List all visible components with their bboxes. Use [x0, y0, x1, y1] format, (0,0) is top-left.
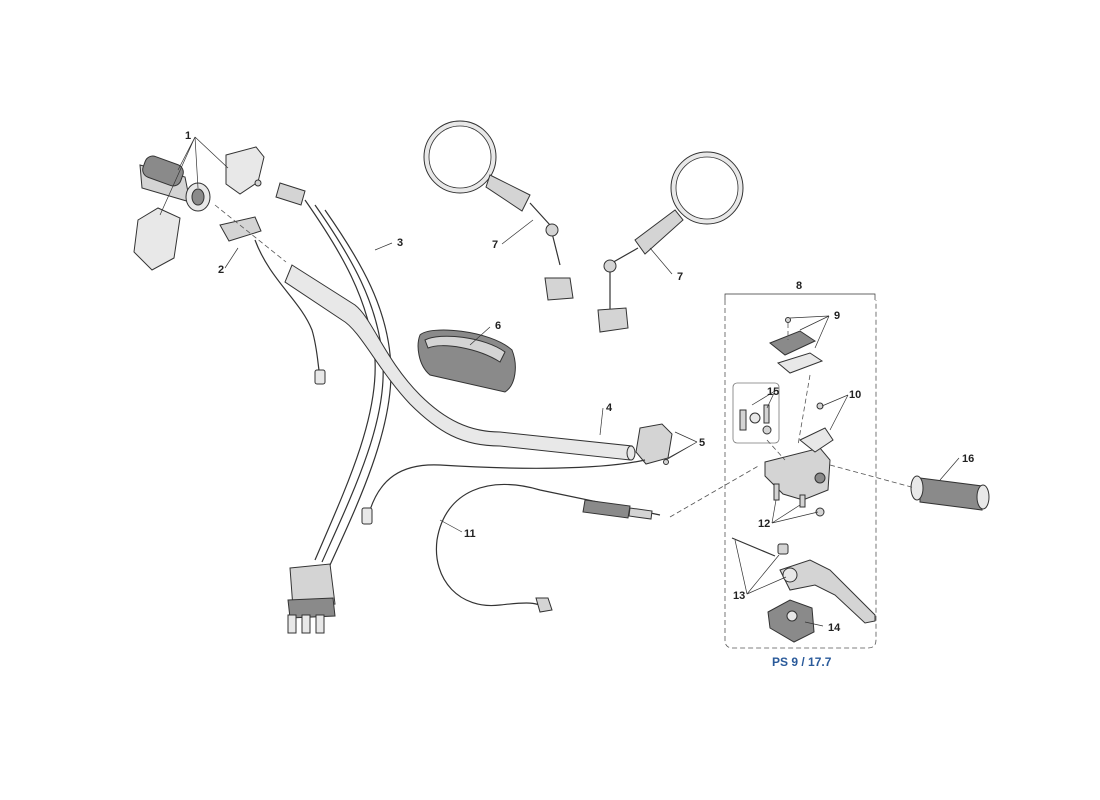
part-8-group-box: [724, 293, 877, 649]
part-4-handlebar: [284, 264, 636, 461]
callout-11: 11: [464, 528, 476, 540]
part-7-mirror-right: [597, 151, 744, 333]
leader-lines: [159, 136, 960, 627]
part-2-switch: [219, 216, 326, 385]
callout-10: 10: [849, 389, 861, 401]
callout-7-left: 7: [492, 239, 498, 251]
callout-7-right: 7: [677, 271, 683, 283]
callout-9: 9: [834, 310, 840, 322]
callout-8: 8: [796, 280, 802, 292]
part-15-pins: [739, 404, 772, 435]
assembly-axis-lines: [214, 204, 916, 518]
callout-6: 6: [495, 320, 501, 332]
part-12-bolts: [773, 483, 825, 517]
callout-13: 13: [733, 590, 745, 602]
page-reference: PS 9 / 17.7: [772, 655, 832, 669]
part-13-lever: [731, 537, 876, 624]
part-16-grip: [910, 475, 990, 511]
part-6-handlebar-pad: [417, 329, 516, 393]
callout-1: 1: [185, 130, 191, 142]
callout-2: 2: [218, 264, 224, 276]
callout-numbers: 1 2 3 4 5 6 7 7 8 9 10 11 12 13 14 15 16: [185, 130, 974, 634]
part-14-cover: [767, 599, 815, 643]
part-1-throttle-assembly: [133, 146, 265, 271]
callout-16: 16: [962, 453, 974, 465]
part-11-cable: [435, 483, 661, 613]
part-7-mirror-left: [423, 120, 574, 301]
part-9-reservoir-cap: [769, 317, 824, 374]
callout-12: 12: [758, 518, 770, 530]
callout-3: 3: [397, 237, 403, 249]
callout-14: 14: [828, 622, 841, 634]
callout-15: 15: [767, 386, 779, 398]
callout-5: 5: [699, 437, 705, 449]
callout-4: 4: [606, 402, 613, 414]
part-10-master-cylinder: [764, 402, 834, 501]
part-3-wiring-harness: [275, 182, 392, 634]
